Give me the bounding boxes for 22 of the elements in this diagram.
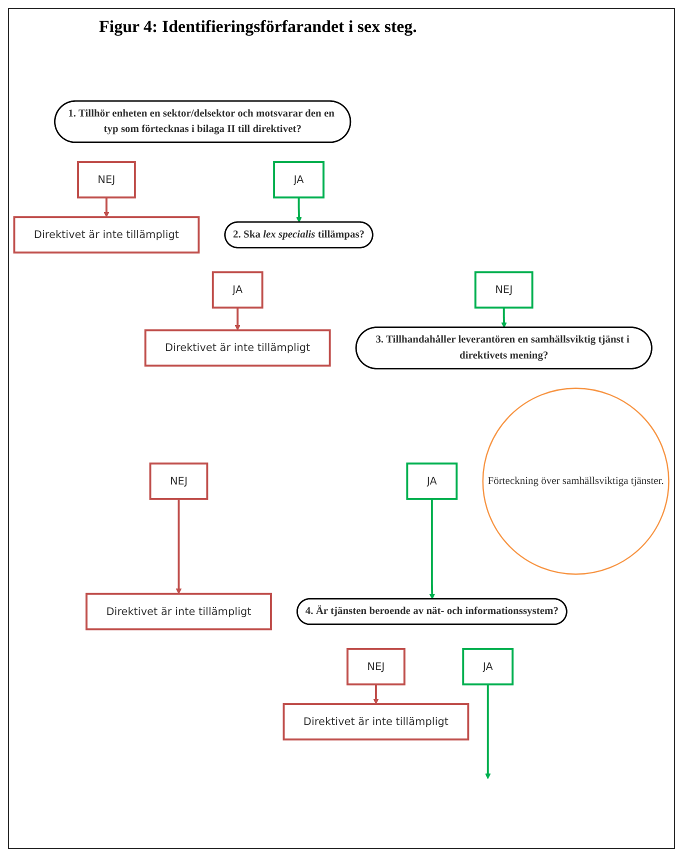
node-box: JA xyxy=(462,648,514,686)
arrow xyxy=(373,684,379,704)
arrow xyxy=(104,197,110,218)
node-box: Direktivet är inte tillämpligt xyxy=(282,703,470,740)
arrow xyxy=(485,684,491,780)
arrow xyxy=(176,498,182,594)
arrow xyxy=(501,308,507,328)
node-circle: Förteckning över samhällsviktiga tjänster. xyxy=(482,388,670,575)
node-box: Direktivet är inte tillämpligt xyxy=(86,592,272,630)
node-box: NEJ xyxy=(346,648,406,686)
figure-title: Figur 4: Identifieringsförfarandet i sex steg. xyxy=(99,17,418,37)
node-box: JA xyxy=(406,462,458,500)
arrow xyxy=(429,498,436,600)
node-box: NEJ xyxy=(77,161,136,198)
node-box: NEJ xyxy=(149,462,208,500)
node-box: Direktivet är inte tillämpligt xyxy=(144,329,331,367)
arrow xyxy=(296,197,302,223)
node-box: Direktivet är inte tillämpligt xyxy=(13,216,200,254)
arrow xyxy=(234,308,240,330)
node-box: JA xyxy=(212,271,264,309)
node-box: NEJ xyxy=(474,271,534,309)
node-box: JA xyxy=(273,161,324,198)
